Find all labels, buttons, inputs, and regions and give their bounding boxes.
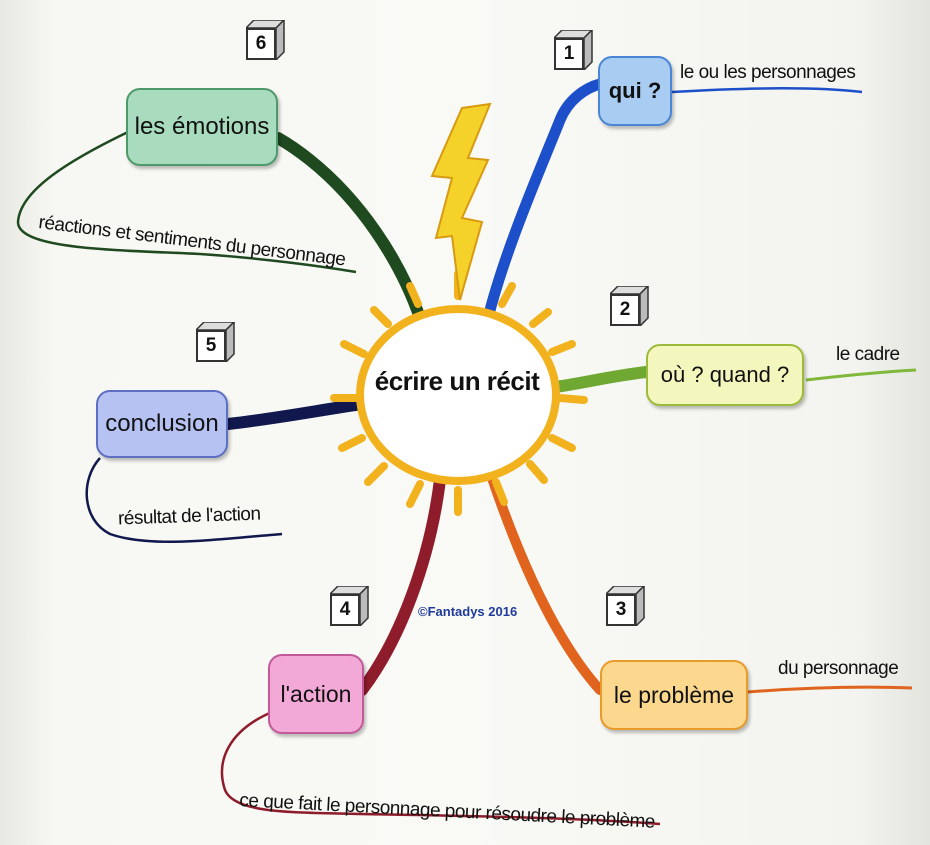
number-cube-icon-6: 6 (246, 20, 286, 60)
node-probleme-label: le problème (613, 681, 735, 708)
detail-ou-quand: le cadre (836, 344, 900, 365)
number-6: 6 (246, 28, 276, 60)
branch-3-line (487, 473, 605, 695)
node-probleme: le problème (600, 660, 748, 730)
branch-6-underline (16, 130, 357, 274)
detail-probleme: du personnage (778, 658, 899, 679)
branch-1-underline (671, 86, 863, 94)
node-qui-label: qui ? (608, 78, 662, 103)
detail-qui: le ou les personnages (680, 62, 856, 83)
node-conclusion-label: conclusion (105, 410, 219, 437)
branch-2-underline (805, 368, 917, 382)
branch-1-line (482, 78, 606, 324)
center-label: écrire un récit (374, 366, 540, 396)
node-action-label: l'action (280, 680, 352, 707)
branch-5-line (222, 398, 368, 430)
branch-3-underline (747, 685, 913, 694)
branch-4-underline (220, 710, 661, 826)
node-emotions: les émotions (126, 88, 278, 166)
node-ou-quand: où ? quand ? (646, 344, 804, 406)
number-2: 2 (610, 294, 640, 326)
node-qui: qui ? (598, 56, 672, 126)
branch-4-line (356, 474, 446, 696)
node-conclusion: conclusion (96, 390, 228, 458)
branch-2-line (542, 366, 652, 394)
node-action: l'action (268, 654, 364, 734)
number-cube-icon-5: 5 (196, 322, 236, 362)
branch-5-underline (85, 457, 283, 544)
number-cube-icon-1: 1 (554, 30, 594, 70)
number-cube-icon-2: 2 (610, 286, 650, 326)
number-cube-icon-3: 3 (606, 586, 646, 626)
number-3: 3 (606, 594, 636, 626)
copyright-label: ©Fantadys 2016 (418, 604, 518, 619)
node-emotions-label: les émotions (134, 113, 270, 140)
node-ou-quand-label: où ? quand ? (660, 362, 790, 387)
lightning-icon (430, 102, 492, 301)
number-cube-icon-4: 4 (330, 586, 370, 626)
center-node (356, 305, 560, 485)
branch-6-line (272, 132, 426, 324)
number-4: 4 (330, 594, 360, 626)
number-1: 1 (554, 38, 584, 70)
number-5: 5 (196, 330, 226, 362)
